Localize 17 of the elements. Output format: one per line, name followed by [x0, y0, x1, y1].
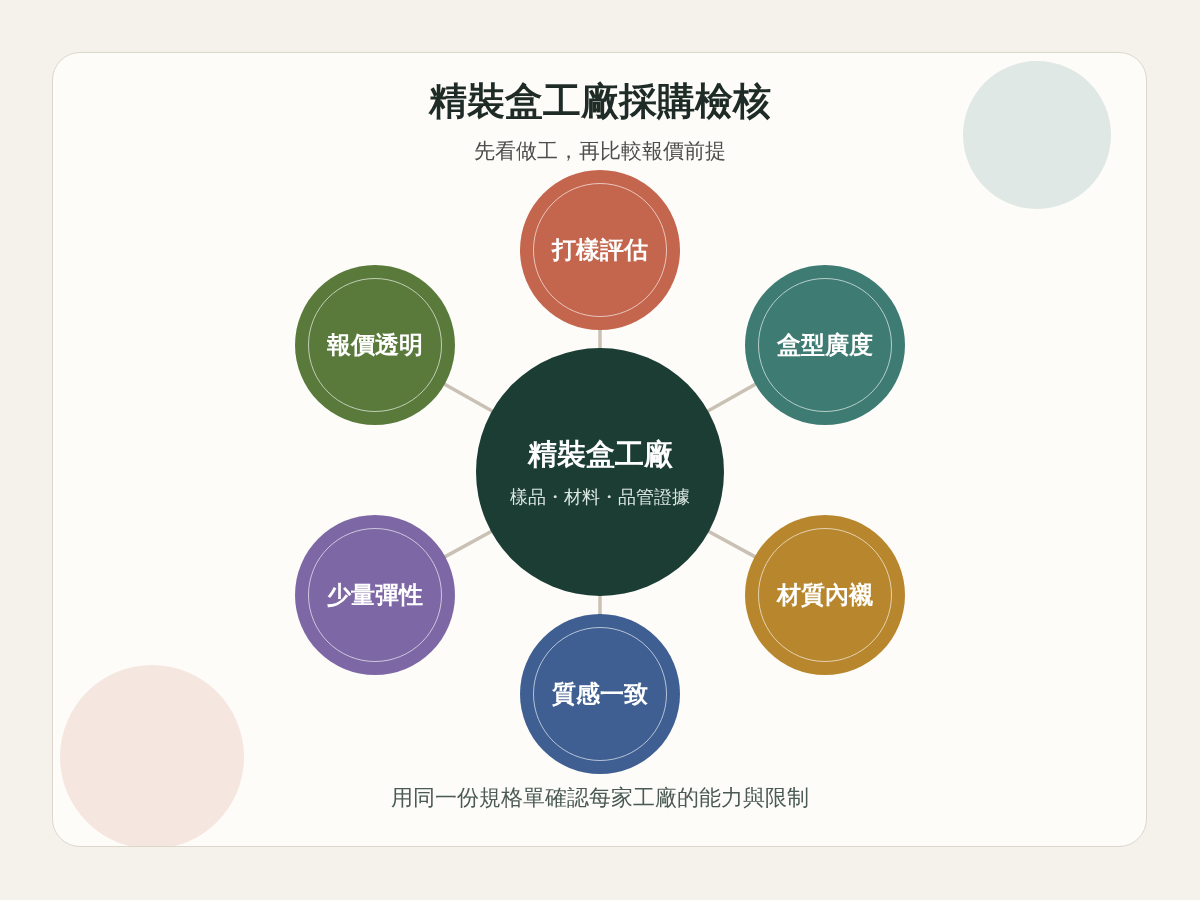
connector-line: [443, 529, 493, 559]
subtitle: 先看做工，再比較報價前提: [474, 138, 726, 165]
topic-label: 盒型廣度: [777, 330, 873, 361]
connector-line: [442, 382, 494, 413]
topic-label: 打樣評估: [552, 235, 648, 266]
hub-title: 精裝盒工廠: [527, 436, 673, 473]
topic-label: 材質內襯: [777, 580, 873, 611]
diagram-title: 精裝盒工廠採購檢核: [429, 77, 771, 125]
topic-label: 報價透明: [327, 330, 423, 361]
topic-label: 少量彈性: [327, 580, 423, 611]
connector-line: [707, 529, 757, 559]
hub-subtitle: 樣品・材料・品管證據: [510, 485, 690, 509]
connector-line: [706, 382, 758, 413]
topic-label: 質感一致: [552, 679, 648, 710]
connector-line: [598, 328, 602, 350]
caption-text: 用同一份規格單確認每家工廠的能力與限制: [391, 784, 809, 812]
connector-line: [598, 594, 602, 616]
